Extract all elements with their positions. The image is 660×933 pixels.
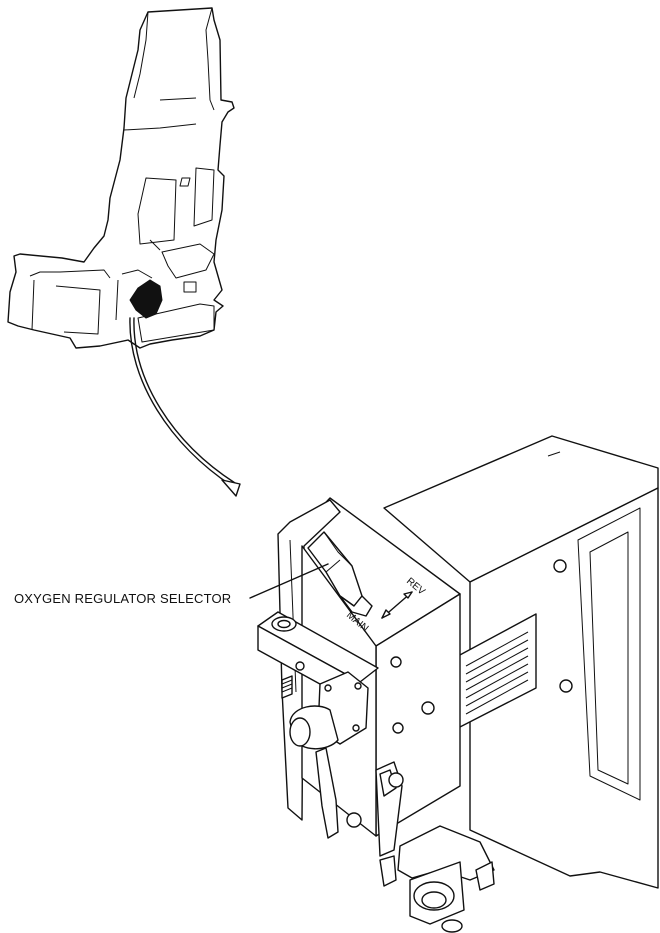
- callout-leader-line: [249, 563, 329, 599]
- cockpit-locator-view: [7, 7, 235, 349]
- oxygen-regulator-selector-label: OXYGEN REGULATOR SELECTOR: [14, 591, 232, 606]
- arrow-head: [221, 479, 241, 497]
- oxygen-regulator-detail: MAIN REV: [249, 435, 659, 933]
- leader-arrow: [129, 317, 241, 497]
- regulator-location-highlight: [129, 279, 163, 319]
